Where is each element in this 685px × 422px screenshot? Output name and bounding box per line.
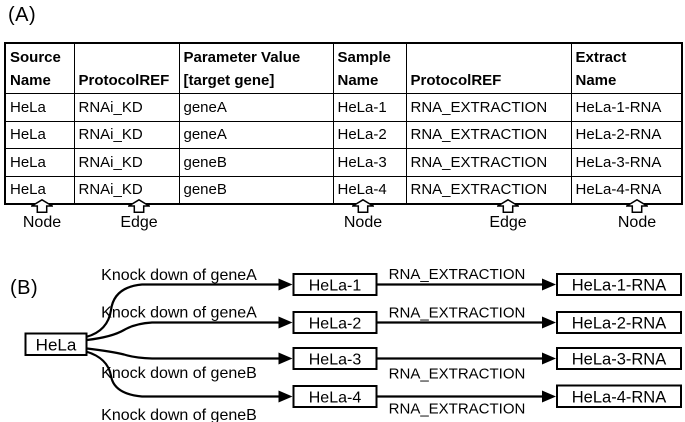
table-cell: geneB [178, 175, 334, 205]
table-cell: RNAi_KD [73, 148, 180, 177]
panel-a-label: (A) [8, 4, 37, 26]
arrowhead-icon [542, 390, 556, 403]
edge-curve [85, 350, 279, 398]
header-row: Source Name ProtocolREF Parameter Value … [4, 42, 683, 94]
extract-node-label: HeLa-2-RNA [572, 315, 666, 333]
panel-b-label: (B) [10, 277, 39, 299]
up-arrow-icon [497, 199, 519, 213]
table-cell: RNAi_KD [73, 175, 180, 205]
column-header-protocol-ref-2: ProtocolREF [405, 42, 572, 94]
annotation-edge-2: Edge [468, 199, 548, 231]
edge-label-extraction: RNA_EXTRACTION [389, 305, 526, 322]
table-cell: RNAi_KD [73, 120, 180, 149]
table-cell: HeLa [4, 120, 75, 149]
edge-curve [85, 283, 279, 339]
table-cell: HeLa-2-RNA [570, 120, 683, 149]
annotation-node-1: Node [2, 199, 82, 231]
arrowhead-icon [278, 390, 293, 403]
annotation-node-2: Node [323, 199, 403, 231]
annotation-label: Edge [120, 214, 158, 231]
sample-node-label: HeLa-2 [309, 316, 362, 333]
table-cell: RNA_EXTRACTION [405, 120, 572, 149]
source-node-box [24, 332, 88, 356]
table-cell: HeLa [4, 175, 75, 205]
table-cell: HeLa-3-RNA [570, 148, 683, 177]
table-cell: HeLa [4, 148, 75, 177]
table-row: HeLa RNAi_KD geneB HeLa-3 RNA_EXTRACTION… [4, 148, 683, 177]
table-cell: RNAi_KD [73, 93, 180, 122]
extract-node-label: HeLa-3-RNA [572, 351, 666, 369]
arrowhead-icon [542, 352, 556, 365]
edge-label-knockdown: Knock down of geneA [101, 305, 257, 322]
table-cell: HeLa-4 [332, 175, 407, 205]
arrowhead-icon [278, 278, 293, 291]
table-cell: RNA_EXTRACTION [405, 93, 572, 122]
table-cell: geneA [178, 93, 334, 122]
table-cell: HeLa-1-RNA [570, 93, 683, 122]
table-cell: HeLa-4-RNA [570, 175, 683, 205]
annotation-edge-1: Edge [99, 199, 179, 231]
annotation-label: Node [617, 214, 657, 231]
table-cell: RNA_EXTRACTION [405, 148, 572, 177]
extract-node-box [556, 311, 682, 334]
extract-node-box [556, 384, 682, 408]
edge-label-extraction: RNA_EXTRACTION [389, 266, 526, 283]
up-arrow-icon [352, 199, 374, 213]
column-header-parameter-value: Parameter Value [target gene] [178, 42, 334, 94]
edge-label-knockdown: Knock down of geneB [101, 365, 257, 382]
column-header-source-name: Source Name [4, 42, 75, 94]
extract-node-box [556, 273, 682, 296]
extract-node-label: HeLa-4-RNA [572, 389, 666, 407]
table-row: HeLa RNAi_KD geneB HeLa-4 RNA_EXTRACTION… [4, 175, 683, 205]
column-header-sample-name: Sample Name [332, 42, 407, 94]
edge-label-knockdown: Knock down of geneA [101, 267, 257, 284]
annotation-label: Node [22, 214, 62, 231]
sdrf-table: Source Name ProtocolREF Parameter Value … [4, 42, 683, 205]
annotation-label: Edge [489, 214, 527, 231]
sample-node-label: HeLa-4 [309, 390, 362, 407]
table-row: HeLa RNAi_KD geneA HeLa-1 RNA_EXTRACTION… [4, 93, 683, 122]
extract-node-box [556, 347, 682, 370]
arrowhead-icon [278, 316, 293, 329]
column-header-protocol-ref-1: ProtocolREF [73, 42, 180, 94]
extract-node-label: HeLa-1-RNA [572, 277, 666, 295]
edge-label-extraction: RNA_EXTRACTION [389, 401, 526, 418]
sample-node-label: HeLa-3 [309, 352, 362, 369]
table-cell: geneB [178, 148, 334, 177]
table-cell: HeLa [4, 93, 75, 122]
sample-node-label: HeLa-1 [309, 278, 362, 295]
table-cell: HeLa-3 [332, 148, 407, 177]
workflow-graph: HeLa Knock down of geneA HeLa-1 RNA_EXTR… [24, 266, 682, 422]
table-cell: geneA [178, 120, 334, 149]
column-header-extract-name: Extract Name [570, 42, 683, 94]
arrowhead-icon [278, 352, 293, 365]
edge-label-knockdown: Knock down of geneB [101, 407, 257, 422]
edge-label-extraction: RNA_EXTRACTION [389, 366, 526, 383]
arrowhead-icon [542, 316, 556, 329]
annotation-node-3: Node [597, 199, 677, 231]
source-node-label: HeLa [36, 336, 77, 355]
table-row: HeLa RNAi_KD geneA HeLa-2 RNA_EXTRACTION… [4, 120, 683, 149]
table-cell: HeLa-2 [332, 120, 407, 149]
up-arrow-icon [128, 199, 150, 213]
arrowhead-icon [542, 278, 556, 291]
up-arrow-icon [626, 199, 648, 213]
table-cell: HeLa-1 [332, 93, 407, 122]
up-arrow-icon [31, 199, 53, 213]
edge-curve [86, 321, 279, 342]
edge-curve [86, 347, 279, 360]
annotation-label: Node [343, 214, 383, 231]
